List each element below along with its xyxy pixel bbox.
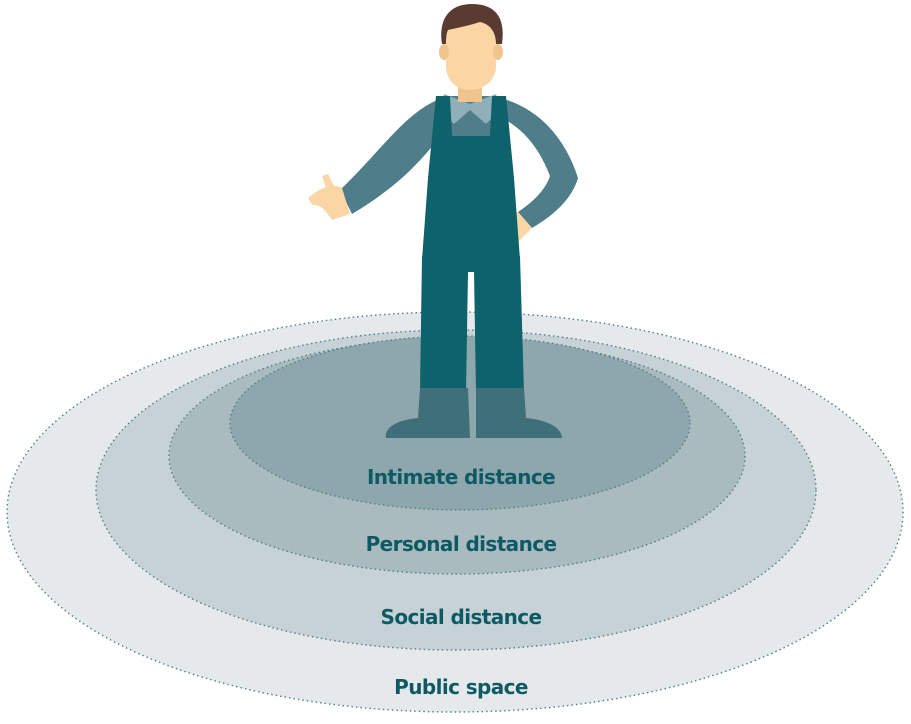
left-hand [308,185,350,220]
right-arm [500,98,578,228]
hair [441,4,503,44]
social-distance-label: Social distance [381,605,542,629]
zones-group [6,311,904,713]
shirt-collar [440,94,500,124]
zone-labels: Intimate distance Personal distance Soci… [366,465,558,699]
right-ear [493,44,503,60]
public-space-label: Public space [394,675,528,699]
left-arm [340,98,446,214]
head [446,8,496,90]
overalls-bib [422,96,520,260]
overalls-legs [420,256,524,392]
left-ear [439,44,449,60]
intimate-distance-label: Intimate distance [367,465,555,489]
right-boot [476,388,562,438]
left-thumb [322,174,334,188]
left-boot [385,388,470,438]
standing-worker-icon [308,4,578,438]
personal-distance-label: Personal distance [366,532,557,556]
